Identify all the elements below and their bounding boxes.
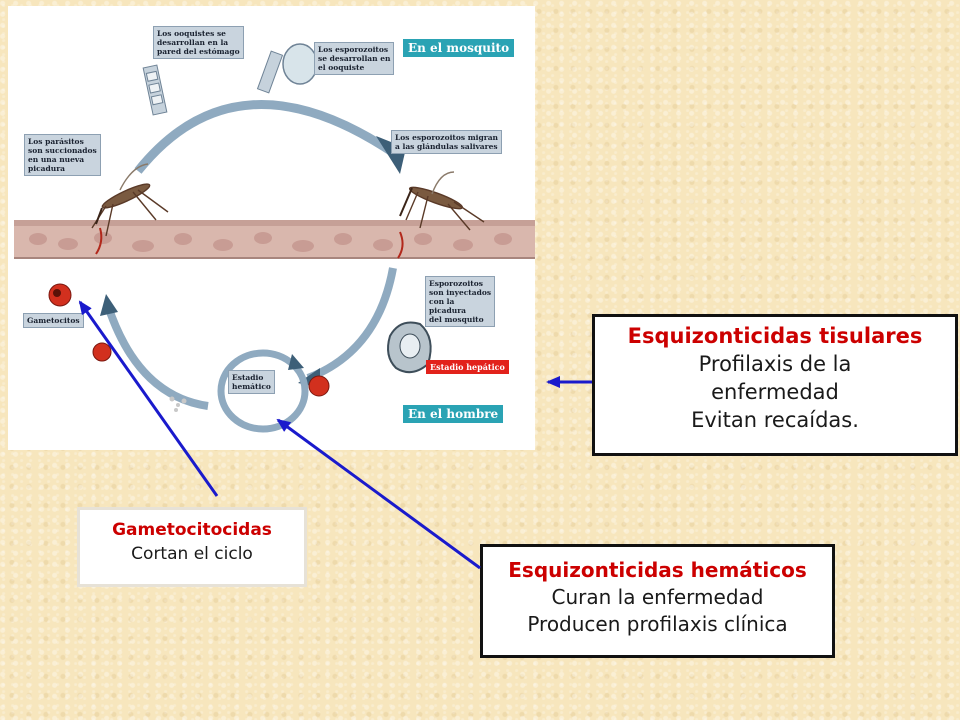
- oocyst: [282, 43, 318, 85]
- label-gametocitos: Gametocitos: [23, 313, 84, 328]
- cycle-arrow-bottom-left: [104, 304, 209, 410]
- label-ooquistes: Los ooquistes se desarrollan en la pared…: [153, 26, 244, 59]
- label-estadio-hematico: Estadio hemático: [228, 370, 275, 394]
- box-title: Gametocitocidas: [112, 520, 272, 540]
- tissue-schizonticides-box: Esquizonticidas tisulares Profilaxis de …: [592, 314, 958, 456]
- label-esporozoitos-inyectados: Esporozoitos son inyectados con la picad…: [425, 276, 496, 327]
- cycle-arrow-bottom-right: [306, 267, 397, 382]
- box-line: Producen profilaxis clínica: [527, 612, 788, 636]
- red-blood-cell: [308, 375, 330, 397]
- label-parasitos-succionados: Los parásitos son succionados en una nue…: [24, 134, 101, 176]
- tag-en-el-mosquito: En el mosquito: [403, 39, 515, 57]
- tag-estadio-hepatico: Estadio hepático: [426, 360, 509, 374]
- blood-stage-loop: [217, 349, 309, 433]
- tag-en-el-hombre: En el hombre: [403, 405, 504, 423]
- blood-schizonticides-box: Esquizonticidas hemáticos Curan la enfer…: [480, 544, 835, 658]
- mosquito-right: [399, 171, 485, 231]
- red-blood-cell: [92, 342, 112, 362]
- box-title: Esquizonticidas tisulares: [627, 324, 923, 348]
- box-line: Profilaxis de la: [698, 352, 852, 376]
- oocyst-column: [142, 50, 284, 116]
- label-esporozoitos-ooquiste: Los esporozoitos se desarrollan en el oo…: [314, 42, 395, 75]
- malaria-life-cycle-diagram: En el mosquito En el hombre Estadio hepá…: [8, 6, 535, 450]
- box-line: Evitan recaídas.: [691, 408, 859, 432]
- box-title: Esquizonticidas hemáticos: [508, 558, 807, 582]
- cycle-arrow-top: [134, 100, 401, 174]
- mosquito-left: [91, 163, 169, 237]
- cycle-arrowhead-left: [100, 294, 118, 316]
- label-esporozoitos-migran: Los esporozoitos migran a las glándulas …: [391, 130, 503, 154]
- box-line: enfermedad: [711, 380, 839, 404]
- blood-loop-arrowhead: [288, 354, 304, 370]
- gametocytocides-box: Gametocitocidas Cortan el ciclo: [77, 507, 307, 587]
- box-line: Curan la enfermedad: [551, 585, 764, 609]
- box-line: Cortan el ciclo: [131, 544, 253, 564]
